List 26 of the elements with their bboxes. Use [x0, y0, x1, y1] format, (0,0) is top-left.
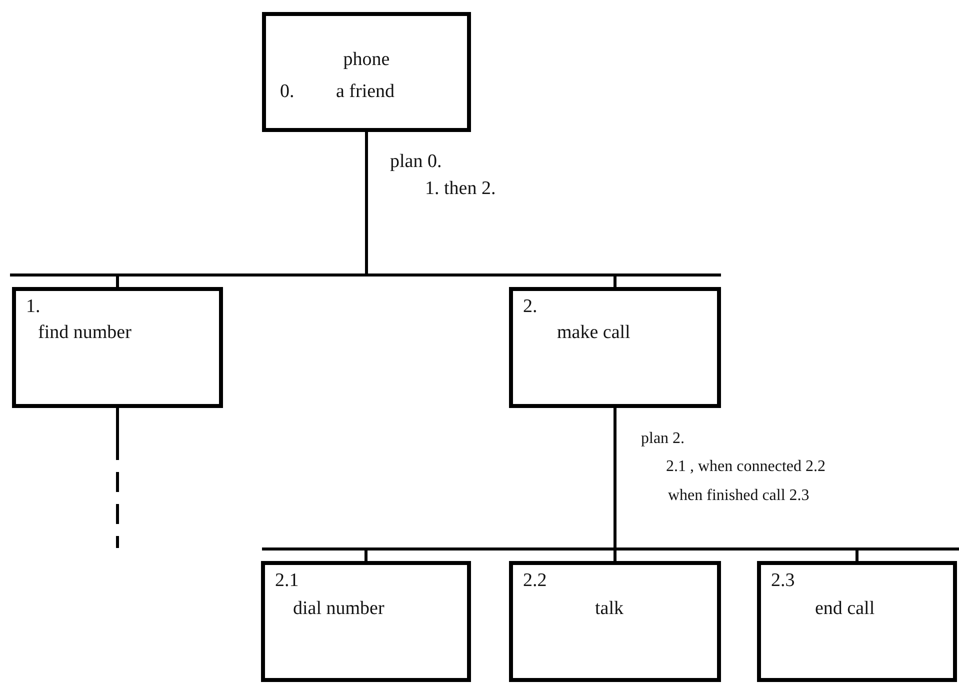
plan-heading: plan 0. — [390, 152, 442, 173]
task-label: a friend — [336, 82, 395, 103]
task-box — [509, 287, 721, 408]
task-number: 2.1 — [275, 571, 299, 592]
task-number: 2.3 — [771, 571, 795, 592]
task-box — [757, 561, 957, 682]
task-number: 2.2 — [523, 571, 547, 592]
plan-step: 1. then 2. — [425, 179, 496, 200]
task-label: end call — [815, 599, 875, 620]
task-number: 1. — [26, 297, 40, 318]
task-box — [509, 561, 721, 682]
task-box — [12, 287, 223, 408]
task-label: dial number — [293, 599, 384, 620]
plan-heading: plan 2. — [641, 430, 685, 448]
plan-step: 2.1 , when connected 2.2 — [666, 458, 826, 476]
connector — [614, 408, 858, 561]
plan-step: when finished call 2.3 — [668, 487, 810, 505]
task-number: 2. — [523, 297, 538, 318]
task-label: talk — [595, 599, 624, 620]
task-box — [261, 561, 471, 682]
dashed-connector — [116, 408, 119, 548]
task-label: find number — [38, 323, 132, 344]
task-box — [262, 12, 471, 132]
task-number: 0. — [280, 82, 294, 103]
task-label: make call — [557, 323, 630, 344]
task-label: phone — [342, 50, 391, 71]
